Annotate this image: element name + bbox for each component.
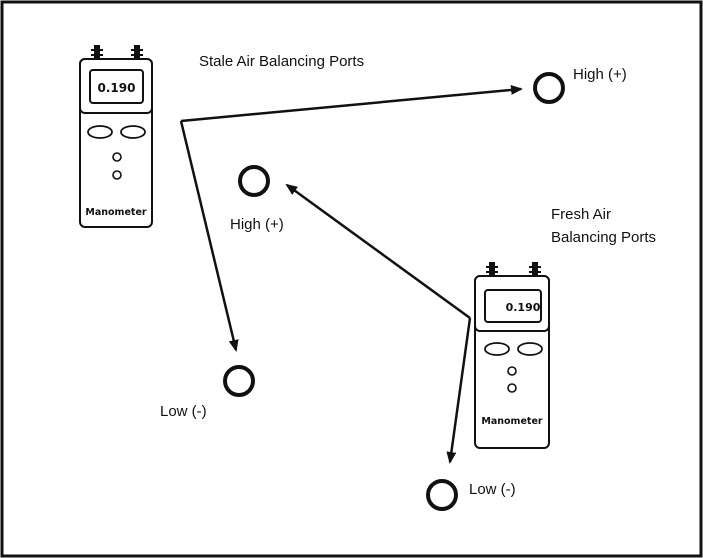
- fresh-manometer-knob-bottom: [507, 383, 517, 393]
- stale-high-label: High (+): [573, 66, 627, 83]
- fresh-heading-line1: Fresh Air: [551, 206, 611, 223]
- fresh-manometer-fitting-right: [529, 262, 541, 276]
- stale-high-port: [533, 72, 565, 104]
- stale-high-tube-arrow: [180, 84, 523, 123]
- stale-low-tube-arrow: [179, 120, 239, 352]
- stale-manometer-knob-bottom: [112, 170, 122, 180]
- stale-manometer: 0.190 Manometer: [79, 45, 153, 228]
- stale-low-port: [223, 365, 255, 397]
- stale-manometer-fitting-right: [131, 45, 143, 59]
- fresh-manometer-fitting-left: [486, 262, 498, 276]
- stale-manometer-button-right: [120, 125, 146, 139]
- fresh-manometer-button-left: [484, 342, 510, 356]
- fresh-manometer: 0.190 Manometer: [474, 262, 550, 449]
- stale-manometer-display: [89, 69, 144, 104]
- stale-manometer-knob-top: [112, 152, 122, 162]
- fresh-manometer-reading: 0.190: [506, 301, 541, 314]
- fresh-high-label: High (+): [230, 216, 284, 233]
- fresh-manometer-name: Manometer: [481, 416, 542, 427]
- stale-manometer-name: Manometer: [85, 207, 146, 218]
- stale-manometer-reading: 0.190: [98, 81, 136, 95]
- fresh-low-label: Low (-): [469, 481, 516, 498]
- stale-low-label: Low (-): [160, 403, 207, 420]
- fresh-heading-line2: Balancing Ports: [551, 229, 656, 246]
- stale-heading: Stale Air Balancing Ports: [199, 53, 364, 70]
- fresh-high-tube-arrow: [285, 183, 471, 320]
- fresh-manometer-display: [484, 289, 542, 323]
- stale-manometer-fitting-left: [91, 45, 103, 59]
- fresh-low-port: [426, 479, 458, 511]
- fresh-high-port: [238, 165, 270, 197]
- stale-manometer-button-left: [87, 125, 113, 139]
- fresh-manometer-button-right: [517, 342, 543, 356]
- fresh-manometer-knob-top: [507, 366, 517, 376]
- fresh-low-tube-arrow: [446, 317, 472, 464]
